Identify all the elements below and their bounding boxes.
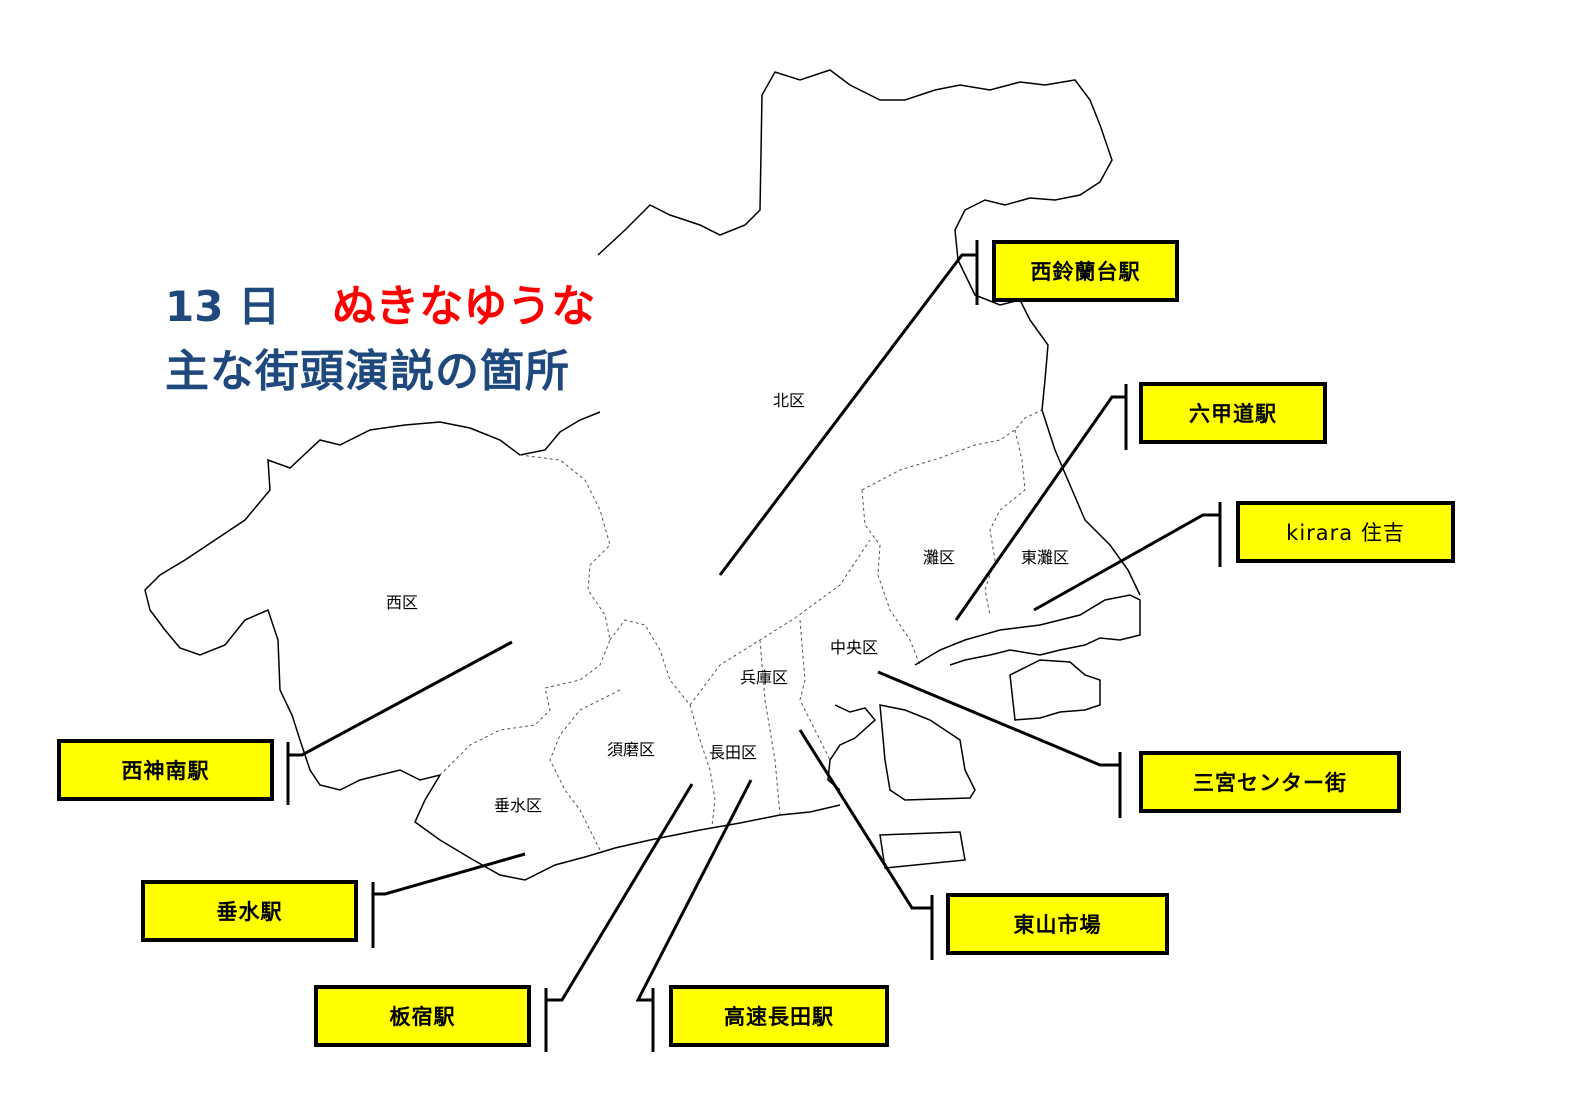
station-label-itayado: 板宿駅 xyxy=(314,985,531,1047)
ward-label-hyogo: 兵庫区 xyxy=(740,668,789,687)
ward-label-chuo: 中央区 xyxy=(830,638,879,657)
ward-label-nagata: 長田区 xyxy=(709,743,758,762)
leader-lines xyxy=(286,240,1222,1052)
title-line-1: 13 日 ぬきなゆうな xyxy=(165,270,595,334)
ward-boundaries xyxy=(439,409,1043,851)
city-outline-west xyxy=(144,411,841,881)
title-day: 13 日 xyxy=(165,282,281,331)
station-label-seishin-minami: 西神南駅 xyxy=(57,739,274,801)
ward-label-higashinada: 東灘区 xyxy=(1021,548,1070,567)
title-candidate: ぬきなゆうな xyxy=(332,281,596,332)
station-label-nishisuzurandai: 西鈴蘭台駅 xyxy=(992,240,1179,302)
title-subtitle: 主な街頭演説の箇所 xyxy=(165,346,570,397)
ward-label-suma: 須磨区 xyxy=(607,740,656,759)
ward-label-tarumi: 垂水区 xyxy=(494,796,543,815)
ward-label-kita: 北区 xyxy=(773,391,806,410)
ward-label-nishi: 西区 xyxy=(386,593,419,612)
station-label-higashiyama-ichiba: 東山市場 xyxy=(946,893,1169,955)
city-outline-north xyxy=(597,69,1141,596)
station-label-kirara-sumiyoshi: kirara 住吉 xyxy=(1236,501,1455,563)
station-label-tarumi: 垂水駅 xyxy=(141,880,358,942)
station-label-kosoku-nagata: 高速長田駅 xyxy=(669,985,889,1047)
station-label-sannomiya-center-gai: 三宮センター街 xyxy=(1139,751,1401,813)
ward-label-nada: 灘区 xyxy=(923,548,956,567)
station-label-rokkomichi: 六甲道駅 xyxy=(1139,382,1327,444)
